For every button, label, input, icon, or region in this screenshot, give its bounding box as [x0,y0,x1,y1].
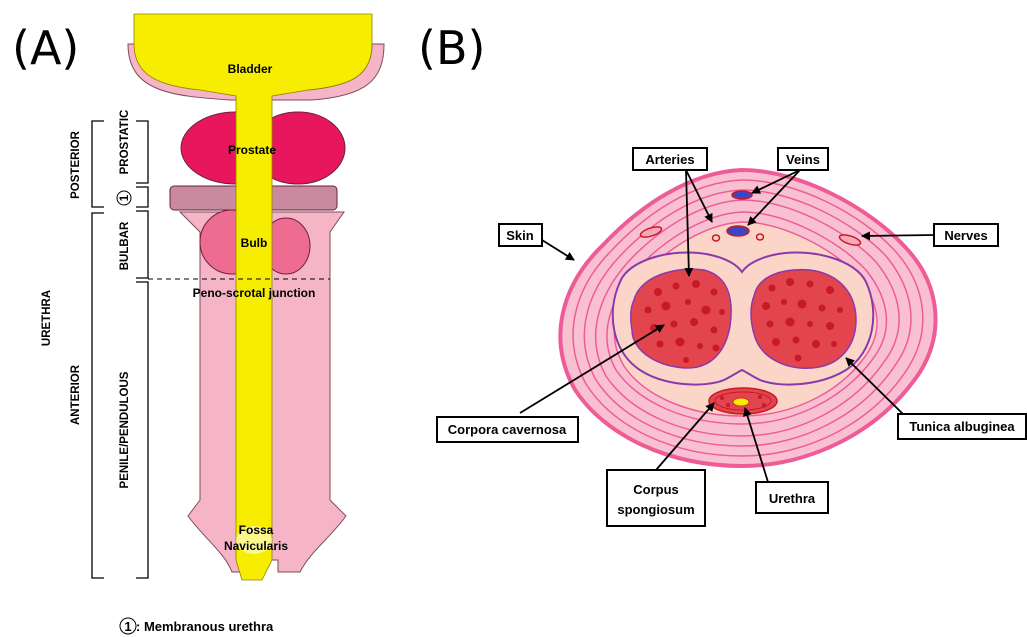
bulbar-label: BULBAR [119,221,131,270]
arrow-skin [542,240,574,260]
tunica-albuginea-label: Tunica albuginea [909,419,1015,434]
panel-a-label: (A) [12,21,79,75]
corpora-cavernosa-label: Corpora cavernosa [448,422,567,437]
peno-scrotal-junction-label: Peno-scrotal junction [193,286,316,300]
panel-b-label: (B) [418,21,485,75]
nerves-label: Nerves [944,228,987,243]
footnote-text: : Membranous urethra [136,619,274,634]
membranous-bracket [136,187,148,207]
posterior-bracket [92,121,104,207]
dorsal-artery-left [713,235,720,241]
posterior-label: POSTERIOR [70,130,82,198]
corpus-spongiosum-box [607,470,705,526]
segment-brackets [92,121,148,578]
penile-pendulous-label: PENILE/PENDULOUS [119,371,131,488]
arrow-nerves [862,235,934,236]
urethra-vertical-label: URETHRA [41,290,53,346]
anterior-label: ANTERIOR [70,364,82,425]
bladder-label: Bladder [228,62,273,76]
penile-bracket [136,282,148,578]
bulbar-bracket [136,211,148,278]
prostatic-label: PROSTATIC [119,110,131,175]
deep-dorsal-vein [727,226,749,236]
corpus-label-line2: spongiosum [617,502,694,517]
footnote-marker-number: 1 [124,619,131,634]
veins-label: Veins [786,152,820,167]
membranous-marker-number: 1 [119,194,131,201]
superficial-vein [732,191,752,199]
corpus-label-line1: Corpus [633,482,679,497]
fossa-label-line2: Navicularis [224,539,288,553]
urethra-lumen [733,398,749,406]
anterior-bracket [92,213,104,578]
fossa-label-line1: Fossa [239,523,274,537]
bulb-label: Bulb [241,236,268,250]
dorsal-artery-right [757,234,764,240]
prostatic-bracket [136,121,148,183]
penis-cross-section [560,170,935,466]
prostate-label: Prostate [228,143,276,157]
urethra-callout-label: Urethra [769,491,816,506]
arteries-label: Arteries [645,152,694,167]
corpus-cavernosum-right [751,270,856,369]
corpus-cavernosum-left [631,269,731,368]
skin-label: Skin [506,228,534,243]
